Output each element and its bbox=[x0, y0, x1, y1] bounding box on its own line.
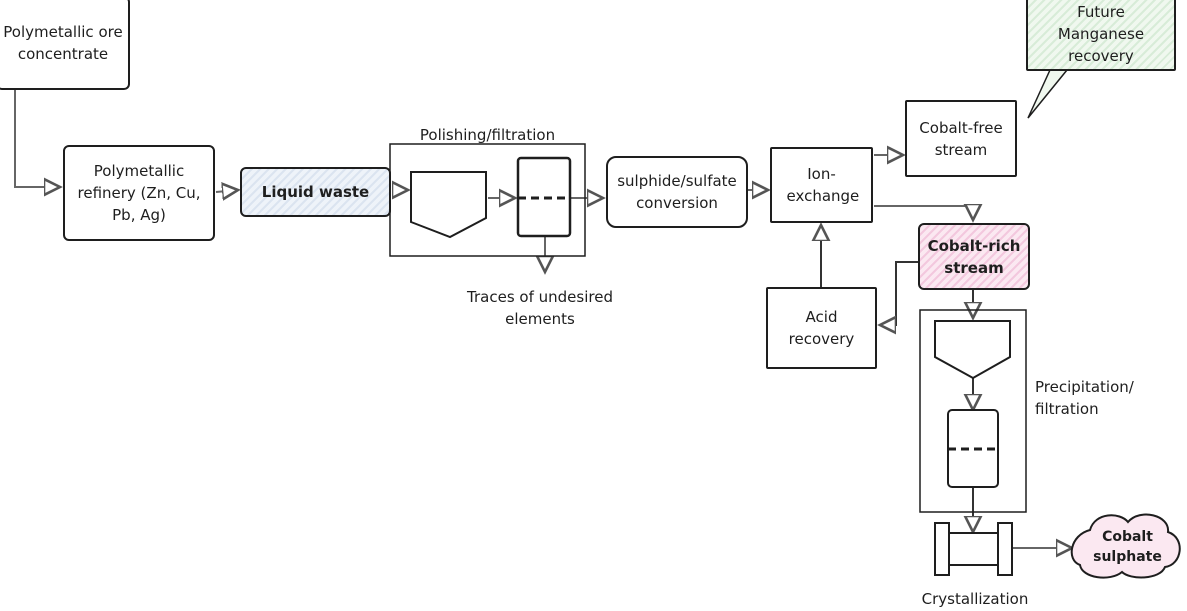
polishing-group-label: Polishing/filtration bbox=[419, 126, 556, 144]
arrow-ion-to-cobaltrich bbox=[874, 206, 973, 220]
manganese-callout[interactable]: Future Manganese recovery bbox=[1026, 0, 1176, 71]
ion-exchange-node[interactable]: Ion-exchange bbox=[770, 147, 873, 223]
manganese-label: Future Manganese recovery bbox=[1057, 2, 1145, 65]
cobalt-free-label: Cobalt-free stream bbox=[919, 118, 1003, 159]
arrow-refinery-to-waste bbox=[215, 190, 238, 192]
liquid-waste-node[interactable]: Liquid waste bbox=[240, 167, 391, 217]
conversion-label: sulphide/sulfate conversion bbox=[617, 172, 737, 212]
acid-recovery-node[interactable]: Acid recovery bbox=[766, 287, 877, 369]
liquid-waste-label: Liquid waste bbox=[261, 183, 370, 201]
callout-tail bbox=[1027, 69, 1068, 119]
crystallization-label: Crystallization bbox=[921, 590, 1029, 608]
precip-group-frame bbox=[919, 309, 1027, 513]
conversion-node[interactable]: sulphide/sulfate conversion bbox=[606, 156, 748, 228]
precip-tank-shape bbox=[934, 320, 1011, 380]
acid-recovery-label: Acid recovery bbox=[788, 308, 855, 348]
cobalt-rich-label: Cobalt-rich stream bbox=[927, 236, 1021, 277]
cobalt-sulphate-label[interactable]: Cobalt sulphate bbox=[1093, 529, 1162, 565]
settling-tank-shape bbox=[410, 171, 487, 239]
cobalt-sulphate-cloud bbox=[1070, 513, 1181, 579]
precip-group-label: Precipitation/ filtration bbox=[1035, 378, 1134, 418]
refinery-label: Polymetallic refinery (Zn, Cu, Pb, Ag) bbox=[77, 162, 201, 224]
arrow-cobaltrich-to-acid bbox=[880, 261, 918, 325]
ion-exchange-label: Ion-exchange bbox=[786, 165, 860, 205]
arrow-ore-to-refinery bbox=[14, 90, 60, 187]
cobalt-free-node[interactable]: Cobalt-free stream bbox=[905, 100, 1017, 177]
refinery-node[interactable]: Polymetallic refinery (Zn, Cu, Pb, Ag) bbox=[63, 145, 215, 241]
ore-concentrate-node[interactable]: Polymetallic ore concentrate bbox=[0, 0, 130, 90]
ore-concentrate-label: Polymetallic ore concentrate bbox=[3, 23, 123, 63]
crystallizer-shape bbox=[934, 522, 1013, 576]
traces-label: Traces of undesired elements bbox=[467, 288, 613, 328]
cobalt-rich-node[interactable]: Cobalt-rich stream bbox=[918, 223, 1030, 290]
